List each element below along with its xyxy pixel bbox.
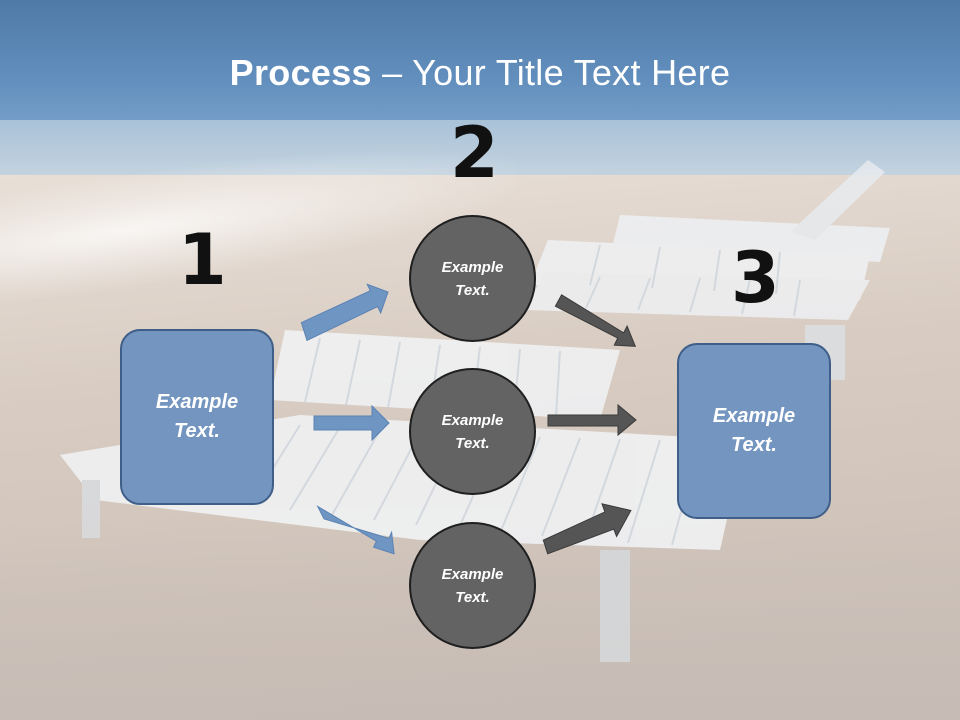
step-3-box[interactable]: Example Text. [677, 343, 831, 519]
arrow-left-to-bottom [316, 505, 395, 555]
step-2-circle-middle[interactable]: Example Text. [409, 368, 536, 495]
slide-title: Process – Your Title Text Here [0, 52, 960, 94]
step-3-box-label: Example Text. [712, 405, 796, 456]
slide-title-bold: Process [229, 52, 372, 93]
circle-bottom-label: Example Text. [441, 565, 504, 606]
arrow-left-to-top [300, 283, 389, 342]
circle-top-label: Example Text. [441, 258, 504, 299]
slide-title-rest: – Your Title Text Here [371, 52, 731, 93]
circle-middle-label: Example Text. [441, 411, 504, 452]
step-2-circle-bottom[interactable]: Example Text. [409, 522, 536, 649]
step-2-circle-top[interactable]: Example Text. [409, 215, 536, 342]
arrow-middle-to-right [547, 403, 637, 437]
step-number-1: 1 [178, 219, 227, 301]
arrow-bottom-to-right [542, 503, 632, 555]
step-1-box-label: Example Text. [155, 391, 239, 442]
arrow-top-to-right [554, 294, 637, 347]
arrow-left-to-middle [313, 404, 390, 442]
step-number-3: 3 [731, 237, 780, 319]
step-number-2: 2 [450, 112, 499, 194]
step-1-box[interactable]: Example Text. [120, 329, 274, 505]
background-sky [0, 0, 960, 135]
